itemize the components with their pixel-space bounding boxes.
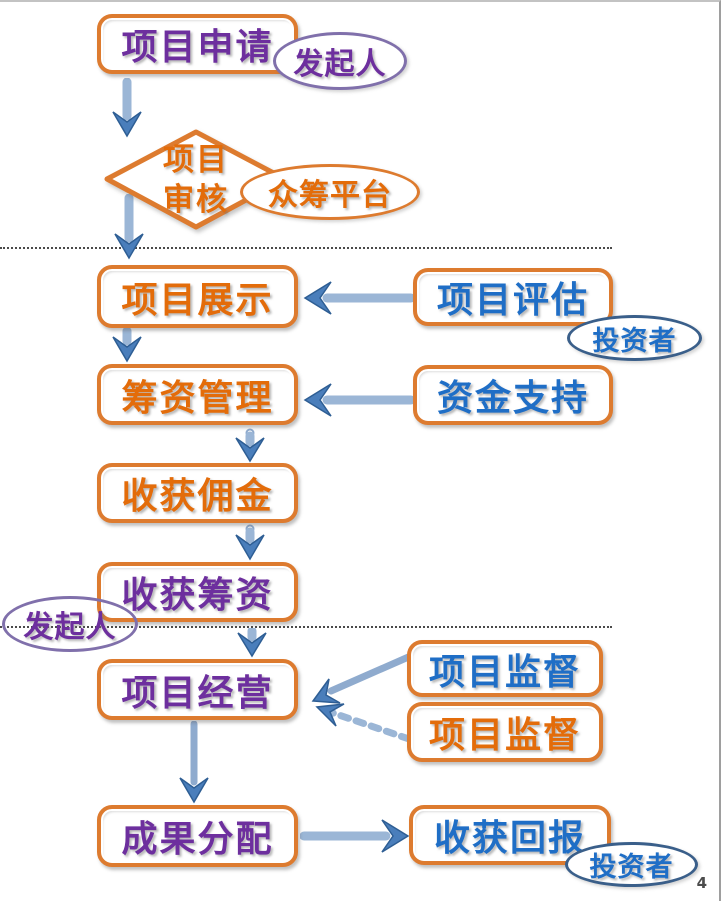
decision-project-review-label: 项目 审核 bbox=[146, 139, 246, 221]
role-initiator-top: 发起人 bbox=[273, 32, 407, 90]
decision-label-line1: 项目 bbox=[163, 142, 229, 178]
phase-separator-bottom bbox=[0, 626, 612, 628]
node-project-evaluation: 项目评估 bbox=[413, 268, 613, 326]
arrow-diagonal-supervision1-to-operation bbox=[311, 651, 417, 704]
node-results-distribution: 成果分配 bbox=[97, 805, 298, 867]
arrow-down-operation-to-distribution bbox=[179, 721, 209, 804]
node-project-supervision-2: 项目监督 bbox=[407, 702, 603, 762]
role-investor-top: 投资者 bbox=[567, 315, 702, 361]
role-initiator-left: 发起人 bbox=[2, 596, 138, 652]
node-receive-commission: 收获佣金 bbox=[97, 463, 298, 523]
node-fundraising-management: 筹资管理 bbox=[97, 364, 298, 425]
arrow-down-apply-to-review bbox=[112, 78, 142, 138]
arrow-down-fundraising-to-commission bbox=[235, 428, 265, 463]
arrow-left-capital-to-fundraising bbox=[303, 383, 415, 417]
node-project-application: 项目申请 bbox=[97, 14, 298, 74]
node-project-display: 项目展示 bbox=[97, 265, 298, 328]
node-project-supervision-1: 项目监督 bbox=[407, 640, 603, 697]
node-capital-support: 资金支持 bbox=[413, 365, 613, 425]
phase-separator-top bbox=[0, 247, 612, 249]
node-receive-funds: 收获筹资 bbox=[97, 562, 298, 622]
arrow-right-distribution-to-returns bbox=[300, 819, 410, 853]
arrow-down-commission-to-funds bbox=[235, 524, 265, 561]
decision-project-review bbox=[104, 129, 288, 230]
arrow-down-display-to-fundraising bbox=[112, 327, 142, 363]
decision-label-line2: 审核 bbox=[163, 182, 229, 218]
arrow-down-review-to-display bbox=[114, 194, 144, 260]
page-number: 4 bbox=[696, 874, 707, 892]
arrow-left-evaluation-to-display bbox=[303, 281, 415, 315]
arrow-dashed-supervision2-to-operation bbox=[315, 703, 413, 743]
node-receive-returns: 收获回报 bbox=[409, 805, 611, 865]
arrow-down-funds-to-operation bbox=[237, 628, 267, 658]
node-project-operation: 项目经营 bbox=[97, 659, 298, 720]
role-crowdfunding-platform: 众筹平台 bbox=[240, 164, 420, 220]
role-investor-bottom: 投资者 bbox=[565, 842, 698, 887]
